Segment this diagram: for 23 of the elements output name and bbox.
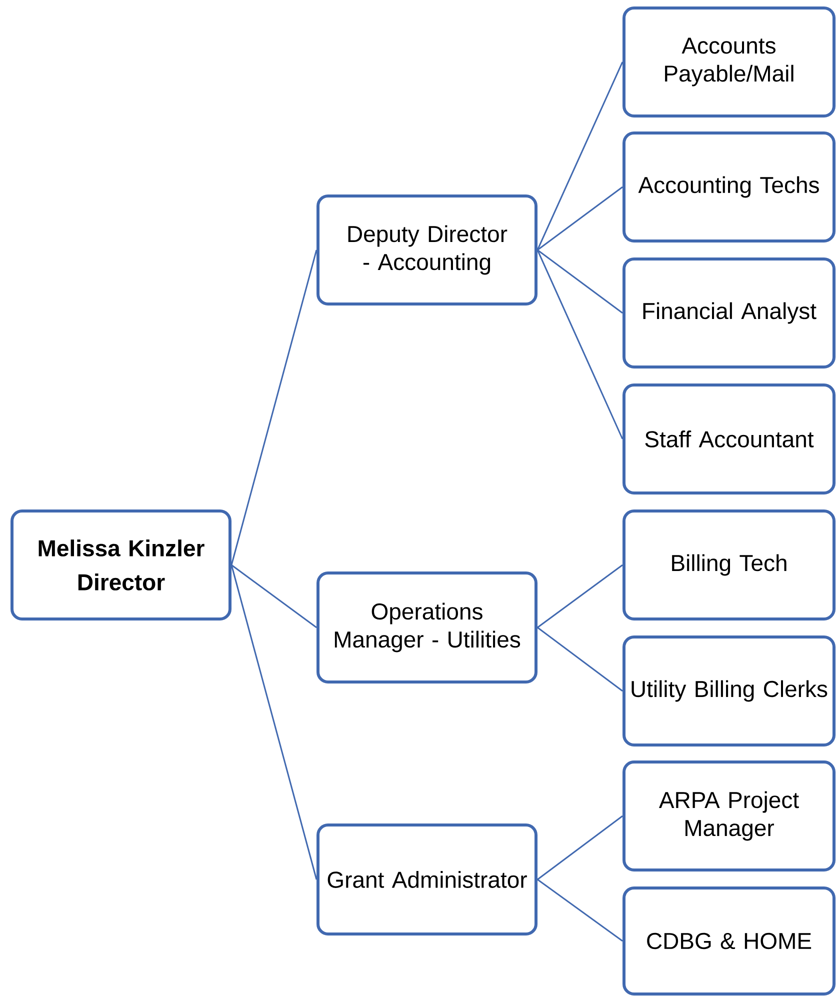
- role-box: Deputy Director - Accounting: [316, 194, 538, 306]
- connector-line: [537, 626, 623, 692]
- connector-line: [536, 62, 624, 250]
- role-box: Utility Billing Clerks: [622, 636, 836, 746]
- connector-line: [230, 564, 318, 880]
- role-box: Grant Administrator: [316, 824, 538, 936]
- connector-line: [231, 564, 317, 628]
- role-box: Accounting Techs: [622, 132, 836, 242]
- connector-line: [537, 815, 623, 880]
- connector-line: [537, 878, 623, 942]
- connector-line: [537, 564, 623, 628]
- role-box: Billing Tech: [622, 510, 836, 620]
- role-box: Staff Accountant: [622, 384, 836, 494]
- role-box: Melissa Kinzler Director: [10, 510, 232, 620]
- role-box: Financial Analyst: [622, 258, 836, 368]
- role-box: ARPA Project Manager: [622, 760, 836, 872]
- connector-line: [537, 186, 623, 251]
- connector-line: [536, 250, 624, 440]
- role-box: Accounts Payable/Mail: [622, 6, 836, 118]
- role-box: Operations Manager - Utilities: [316, 572, 538, 684]
- role-box: CDBG & HOME: [622, 886, 836, 996]
- connector-line: [537, 249, 623, 314]
- connector-line: [230, 250, 318, 566]
